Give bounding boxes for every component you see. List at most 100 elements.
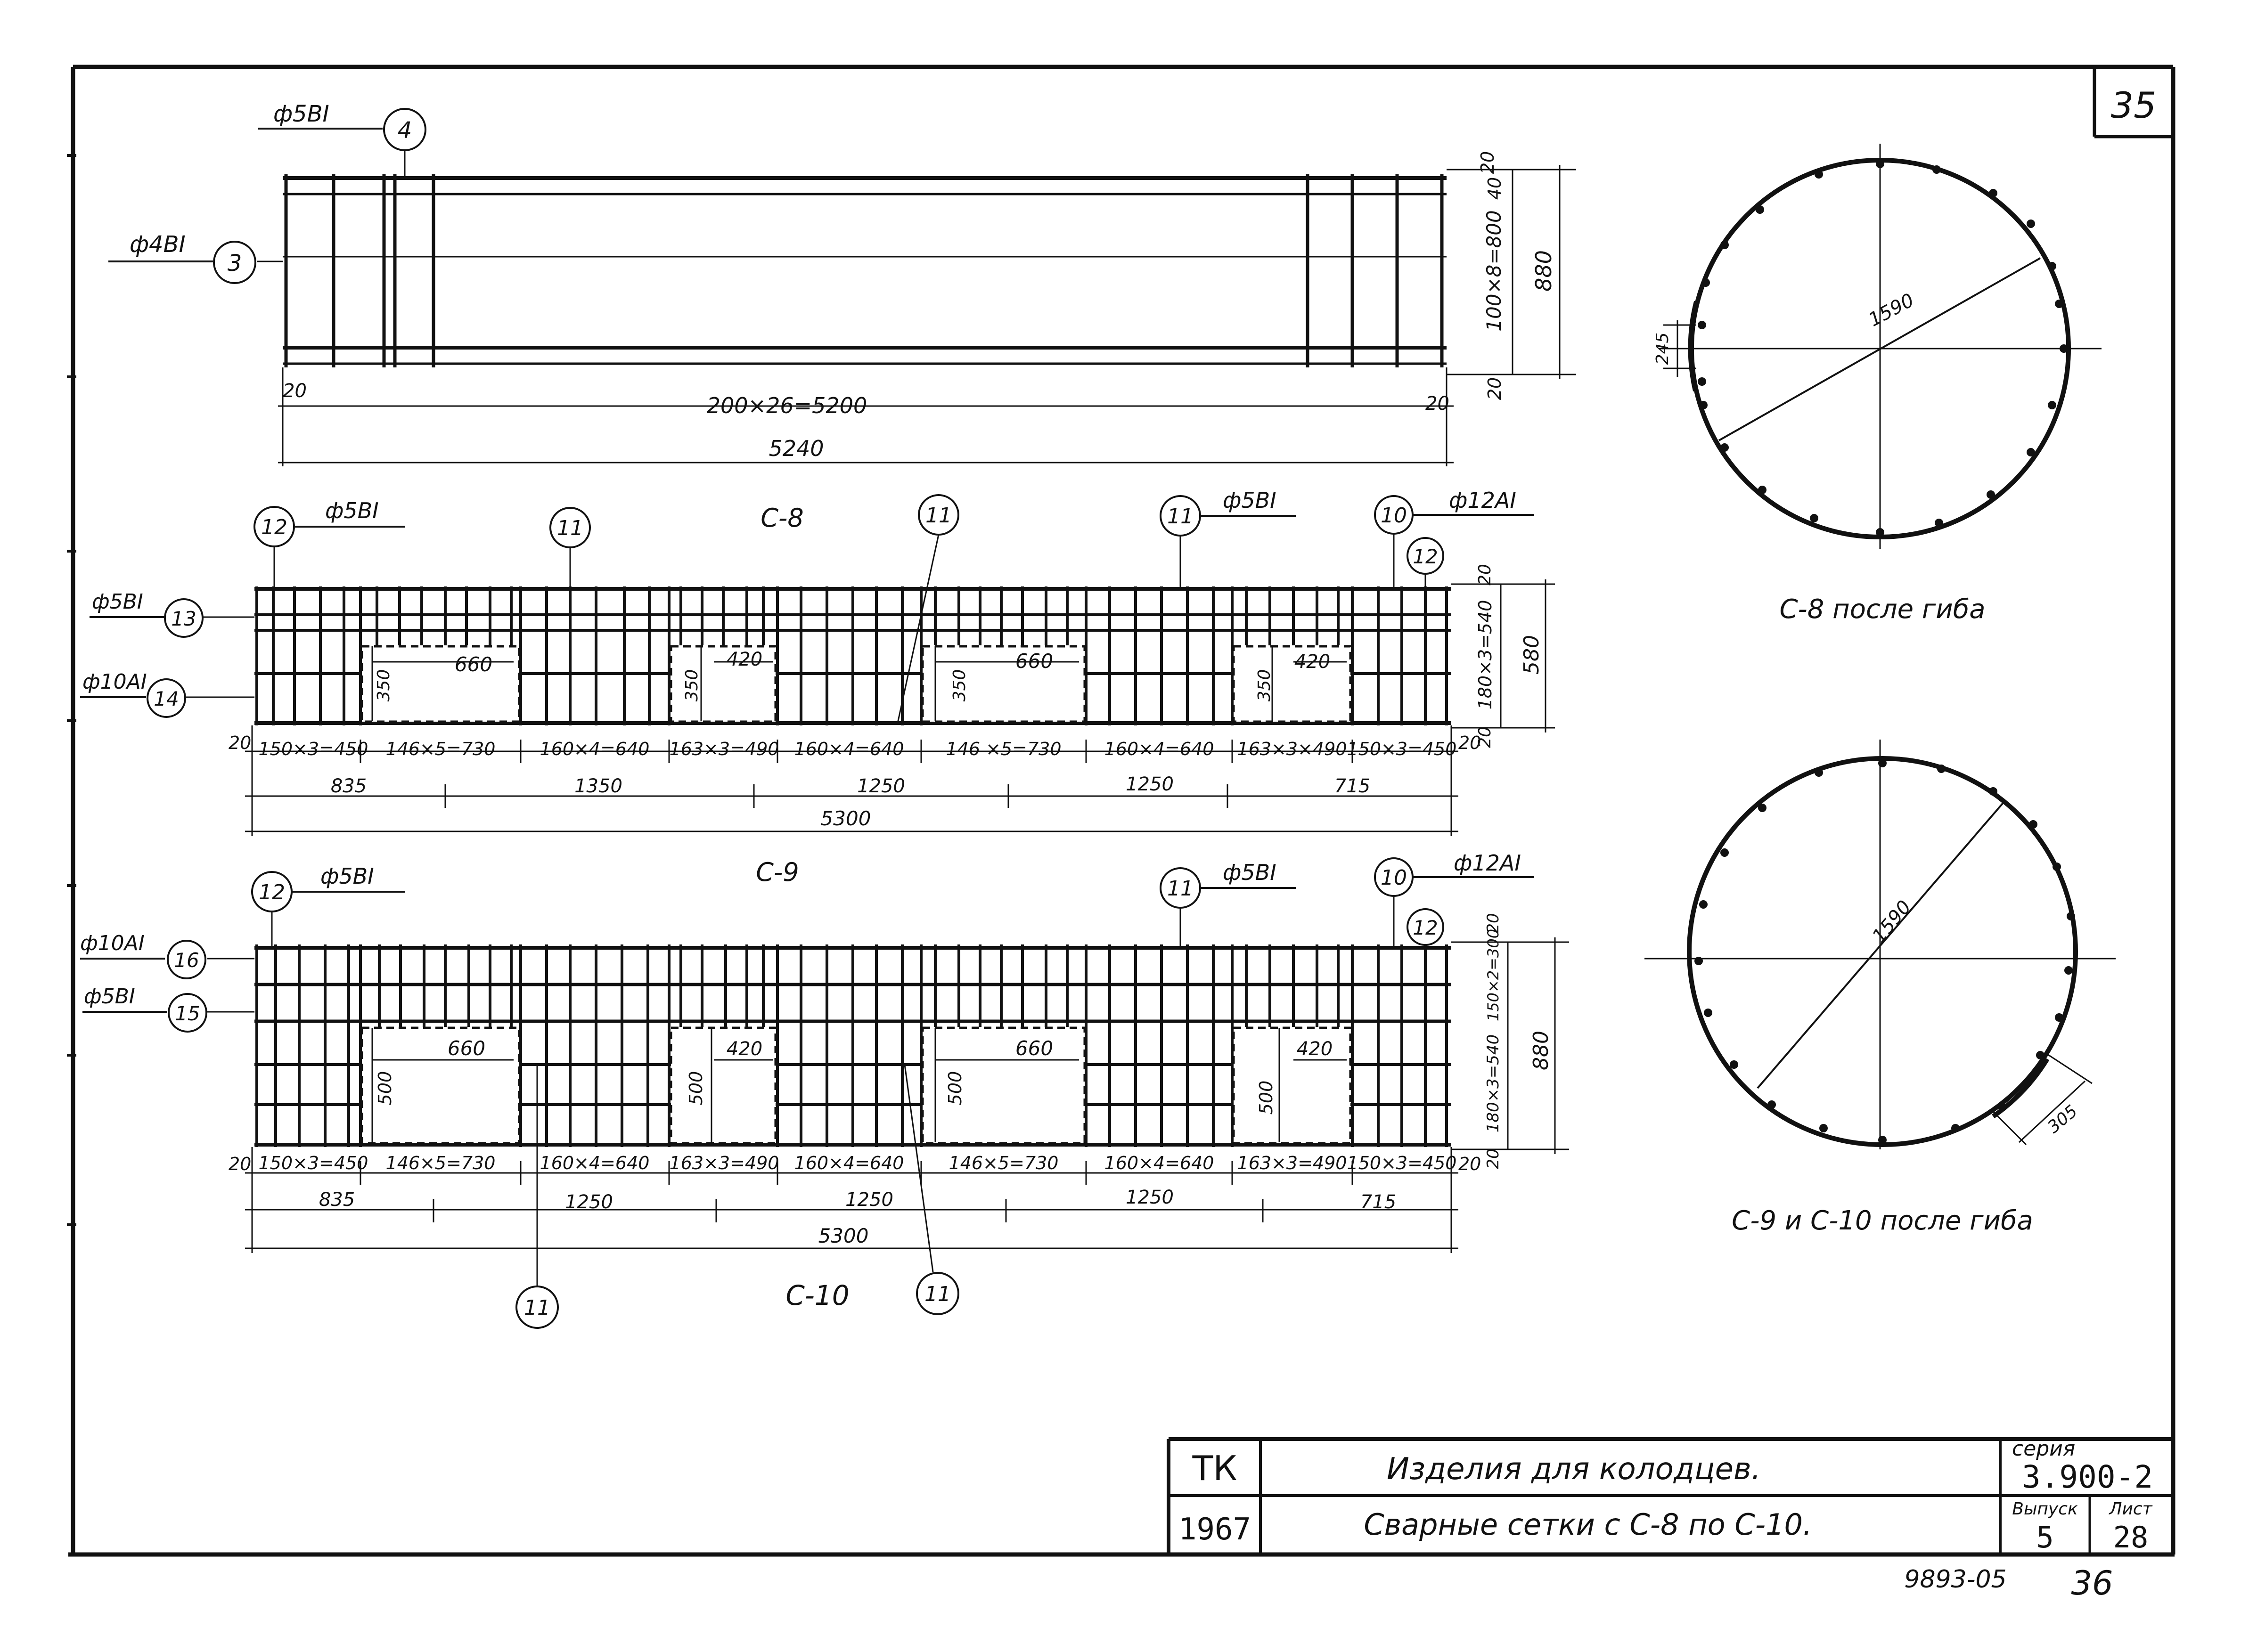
top-vdim-pitch: 100×8=800	[1482, 210, 1505, 331]
c9-segment-labels: 150×3=450 146×5=730 160×4=640 163×3=490 …	[259, 1153, 1457, 1173]
top-dim-inner: 200×26=5200	[707, 393, 867, 418]
c9-vdim-pitch: 180×3=540	[1484, 1034, 1503, 1132]
c8-callout-12-label: ф5ВI	[325, 498, 379, 523]
top-bar-long-label: ф4ВI	[130, 231, 186, 258]
c9-callout-10-label: ф12АI	[1454, 850, 1521, 876]
c9-opening-h-2: 500	[686, 1071, 706, 1106]
sheet-frame	[67, 65, 2175, 1557]
c8-callout-12-mark: 12	[261, 515, 287, 539]
c8-opening-3: 660	[1015, 650, 1053, 673]
c8-seg-7: 160×4=640	[1104, 739, 1214, 759]
archive-code: 9893-05	[1904, 1565, 2006, 1594]
c8-end-right: 20	[1458, 732, 1481, 753]
c9-left-16-mark: 16	[174, 949, 199, 972]
c9-opening-h-1: 500	[375, 1071, 395, 1106]
c8-span-5: 715	[1334, 775, 1370, 797]
tb-title: Изделия для колодцев.	[1387, 1452, 1761, 1487]
c8-callout-11b-mark: 11	[925, 504, 952, 528]
c9-span-3: 1250	[845, 1189, 893, 1211]
c8-vdim-total: 580	[1520, 635, 1544, 675]
c9-callout-11-label: ф5ВI	[1223, 860, 1276, 885]
c8-left-13-label: ф5ВI	[92, 590, 143, 614]
c8-left-14-mark: 14	[154, 687, 179, 710]
ring-c9-bar-dots	[1694, 759, 2075, 1144]
c9-left-15-label: ф5ВI	[84, 985, 135, 1009]
c9-title: С-9	[756, 857, 799, 887]
c8-opening-4: 420	[1294, 651, 1330, 673]
ring-c9	[1644, 740, 2116, 1149]
c8-total: 5300	[821, 807, 871, 830]
top-vdim-total: 880	[1531, 250, 1556, 292]
c8-callout-11c-label: ф5ВI	[1223, 488, 1276, 513]
c8-opening-h-1: 350	[374, 669, 393, 702]
c9-opening-h-3: 500	[945, 1071, 965, 1106]
top-mesh	[108, 108, 1576, 466]
c9-end-right: 20	[1458, 1154, 1481, 1174]
c8-callout-10-mark: 10	[1381, 504, 1407, 528]
c8-span-1: 835	[331, 775, 367, 797]
tb-series-label: серия	[2012, 1437, 2075, 1461]
tb-org: ТК	[1192, 1449, 1237, 1488]
c8-title: С-8	[761, 503, 804, 533]
c8-seg-9: 150×3=450	[1347, 739, 1457, 759]
c9-opening-1: 660	[448, 1037, 485, 1060]
c8-segment-labels: 150×3=450 146×5=730 160×4=640 163×3=490 …	[259, 739, 1457, 759]
sheet-number: 35	[2111, 84, 2157, 126]
top-vdim-top2: 40	[1484, 177, 1505, 200]
page-number-handwritten: 36	[2071, 1564, 2113, 1603]
c9-callout-12-mark: 12	[259, 880, 285, 904]
top-bar-short-mark: 4	[398, 117, 412, 144]
c9-opening-3: 660	[1015, 1037, 1053, 1060]
c9-seg-2: 146×5=730	[386, 1153, 496, 1173]
c9-seg-3: 160×4=640	[540, 1153, 650, 1173]
c8-left-14-label: ф10АI	[82, 670, 147, 694]
top-dim-total: 5240	[769, 436, 824, 461]
tb-sheet-label: Лист	[2108, 1499, 2152, 1519]
c9-span-5: 715	[1360, 1191, 1396, 1213]
c9-seg-6: 146×5=730	[949, 1153, 1059, 1173]
c9-seg-1: 150×3=450	[259, 1153, 368, 1173]
c8-seg-8: 163×3×490	[1237, 739, 1347, 759]
ring-c8-diameter: 1590	[1865, 289, 1917, 331]
tb-subtitle: Сварные сетки с С-8 по С-10.	[1364, 1507, 1812, 1542]
ring-c9-caption: С-9 и С-10 после гиба	[1732, 1205, 2033, 1236]
c10-callout-11a: 11	[524, 1296, 550, 1320]
ring-c9-diameter: 1590	[1868, 896, 1916, 947]
c9-vdim-bottom: 20	[1484, 1148, 1503, 1169]
c10-callout-11b: 11	[924, 1282, 951, 1306]
c8-span-3: 1250	[857, 775, 905, 797]
c8-callout-11c-mark: 11	[1167, 505, 1194, 529]
ring-c8	[1659, 144, 2102, 549]
c9-seg-5: 160×4=640	[794, 1153, 904, 1173]
c9-vdim-total: 880	[1529, 1031, 1553, 1070]
c8-seg-5: 160×4=640	[794, 739, 904, 759]
c9-opening-h-4: 500	[1256, 1081, 1276, 1115]
c8-vdim-bottom: 20	[1475, 726, 1495, 748]
c8-opening-h-2: 350	[682, 669, 702, 702]
tb-sheet-value: 28	[2113, 1520, 2149, 1554]
c8-span-2: 1350	[574, 775, 622, 797]
ring-c8-caption: С-8 после гиба	[1779, 594, 1985, 625]
c9-seg-9: 150×3=450	[1347, 1153, 1457, 1173]
c9-seg-8: 163×3=490	[1237, 1153, 1347, 1173]
c8-seg-3: 160×4=640	[540, 739, 650, 759]
c8-end-left: 20	[229, 732, 251, 753]
tb-series-value: 3.900-2	[2022, 1459, 2153, 1495]
mesh-c8	[80, 494, 1555, 836]
tb-issue-value: 5	[2036, 1520, 2053, 1554]
c8-seg-6: 146 ×5=730	[946, 739, 1062, 759]
c8-seg-4: 163×3=490	[670, 739, 779, 759]
c8-callout-10-label: ф12АI	[1449, 488, 1516, 513]
c8-seg-1: 150×3=450	[259, 739, 368, 759]
c8-callout-12b-mark: 12	[1413, 545, 1438, 568]
c8-vdim-pitch: 180×3=540	[1475, 600, 1496, 710]
c9-vdim-top2: 150×2=300	[1484, 929, 1502, 1021]
c9-vdim-top: 20	[1484, 913, 1503, 933]
c9-opening-4: 420	[1297, 1038, 1333, 1060]
c9-callout-12-label: ф5ВI	[320, 863, 374, 889]
c9-left-16-label: ф10АI	[80, 931, 145, 955]
c9-opening-2: 420	[727, 1038, 762, 1060]
c8-opening-2: 420	[727, 649, 762, 670]
tb-year: 1967	[1178, 1512, 1251, 1547]
